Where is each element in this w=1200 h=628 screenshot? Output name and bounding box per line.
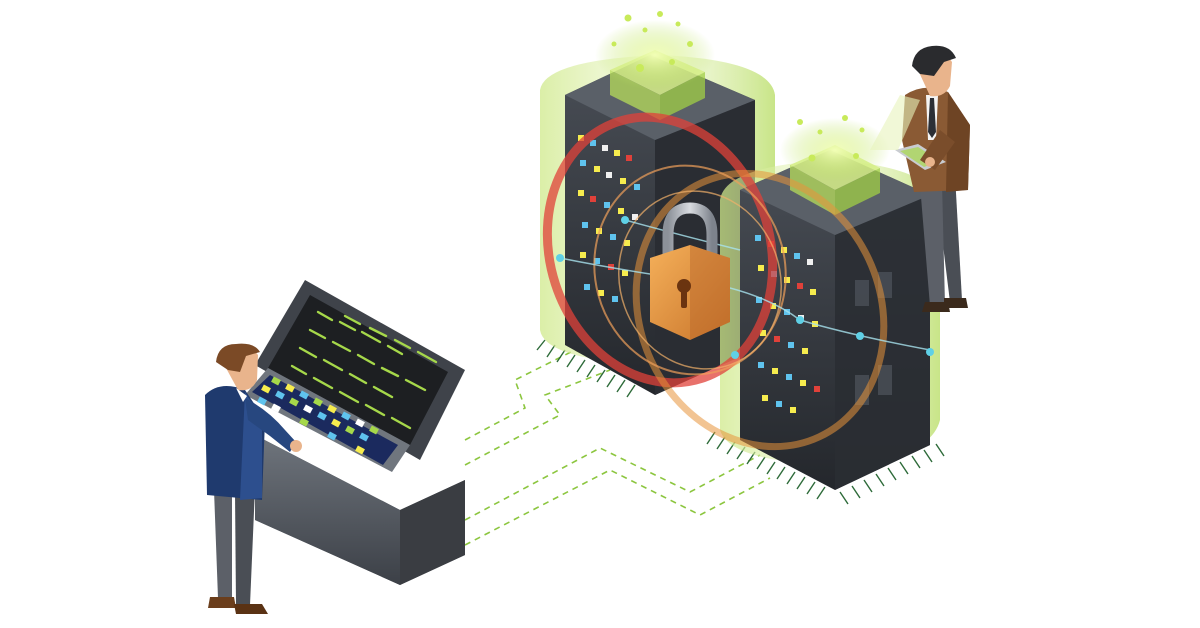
security-ring xyxy=(542,112,888,451)
status-led-grid xyxy=(578,135,640,302)
operator-figure xyxy=(205,343,302,614)
network-nodes xyxy=(556,216,934,359)
padlock-icon xyxy=(650,202,730,340)
cable-fringe xyxy=(536,339,945,505)
analyst-figure xyxy=(870,45,970,312)
terminal-console xyxy=(245,280,465,585)
